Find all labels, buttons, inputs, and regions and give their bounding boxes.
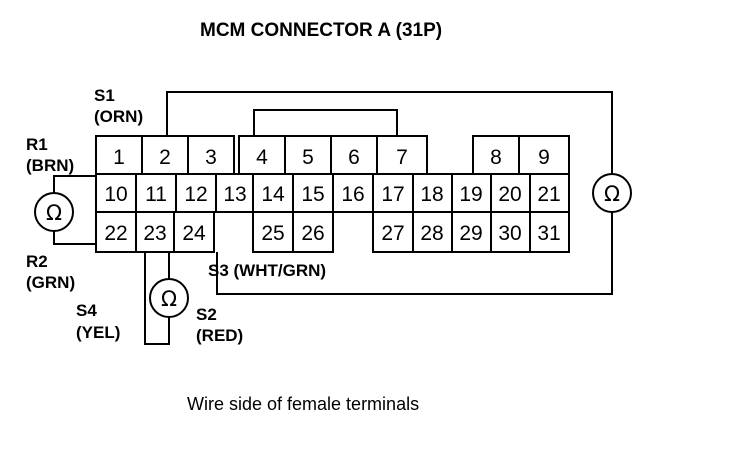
- terminal-8: [472, 135, 520, 175]
- svg-text:S2: S2: [196, 305, 217, 324]
- pin-label: 10: [104, 183, 127, 206]
- pin-label: 25: [261, 222, 284, 245]
- pin-label: 24: [182, 222, 206, 245]
- svg-text:(BRN): (BRN): [26, 156, 74, 175]
- svg-text:(ORN): (ORN): [94, 107, 143, 126]
- connector-outline: [253, 109, 398, 137]
- label-s2: S2 (RED): [196, 305, 243, 345]
- terminal-31: [529, 211, 570, 253]
- label-s4: S4 (YEL): [76, 301, 120, 342]
- terminal-row-2: [95, 173, 570, 213]
- pin-label: 22: [104, 222, 127, 245]
- pin-label: 29: [459, 222, 482, 245]
- ohmmeter-icon: [149, 278, 189, 318]
- pin-label: 12: [184, 183, 207, 206]
- terminal-29: [451, 211, 492, 253]
- svg-text:(GRN): (GRN): [26, 273, 75, 292]
- ohmmeter-circuit-r1-r2: Ω: [34, 175, 96, 245]
- terminal-28: [412, 211, 453, 253]
- terminal-numbers-row-2: 10 11 12 13 14 15 16 17 18 19 20 21: [104, 183, 560, 206]
- pin-label: 4: [256, 146, 268, 169]
- terminal-25: [252, 211, 294, 253]
- terminal-16: [332, 173, 374, 213]
- pin-label: 3: [205, 146, 217, 169]
- pin-label: 14: [261, 183, 285, 206]
- terminal-numbers-row-1: 1 2 3 4 5 6 7 8 9: [113, 146, 550, 169]
- terminal-10: [95, 173, 137, 213]
- pin-label: 1: [113, 146, 125, 169]
- pin-label: 6: [348, 146, 360, 169]
- pin-label: 21: [537, 183, 560, 206]
- diagram-caption: Wire side of female terminals: [187, 394, 419, 414]
- pin-label: 31: [537, 222, 560, 245]
- ohm-symbol: Ω: [46, 201, 62, 225]
- svg-text:S1: S1: [94, 86, 115, 105]
- ohmmeter-icon: [592, 173, 632, 213]
- pin-label: 5: [302, 146, 314, 169]
- ohmmeter-circuit-s4-s2: Ω: [144, 252, 189, 345]
- pin-label: 28: [420, 222, 443, 245]
- svg-text:S3 (WHT/GRN): S3 (WHT/GRN): [208, 261, 326, 280]
- pin-label: 8: [490, 146, 502, 169]
- svg-text:S4: S4: [76, 301, 97, 320]
- ohmmeter-icon: [34, 192, 74, 232]
- label-s3: S3 (WHT/GRN): [208, 261, 326, 280]
- pin-label: 2: [159, 146, 171, 169]
- pin-label: 7: [396, 146, 408, 169]
- pin-label: 19: [459, 183, 482, 206]
- pin-label: 20: [498, 183, 521, 206]
- ohm-symbol: Ω: [604, 182, 620, 206]
- svg-text:R2: R2: [26, 252, 48, 271]
- pin-label: 27: [381, 222, 404, 245]
- terminal-numbers-row-3: 22 23 24 25 26 27 28 29 30 31: [104, 222, 560, 245]
- terminal-row-1: [95, 135, 570, 175]
- terminal-27: [372, 211, 414, 253]
- pin-label: 23: [143, 222, 166, 245]
- terminal-24: [173, 211, 215, 253]
- terminal-23: [135, 211, 175, 253]
- diagram-title: MCM CONNECTOR A (31P): [200, 20, 442, 41]
- pin-label: 18: [420, 183, 443, 206]
- pin-label: 17: [381, 183, 404, 206]
- terminal-26: [292, 211, 334, 253]
- svg-text:(RED): (RED): [196, 326, 243, 345]
- pin-label: 26: [301, 222, 324, 245]
- ohmmeter-circuit-s1-s3: Ω: [166, 91, 632, 295]
- terminal-17: [372, 173, 414, 213]
- pin-label: 9: [538, 146, 550, 169]
- label-r1: R1 (BRN): [26, 135, 74, 175]
- svg-text:(YEL): (YEL): [76, 323, 120, 342]
- label-s1: S1 (ORN): [94, 86, 143, 126]
- ohm-symbol: Ω: [161, 287, 177, 311]
- pin-label: 13: [223, 183, 246, 206]
- terminal-row-3: [95, 211, 570, 253]
- pin-label: 11: [145, 183, 167, 206]
- pin-label: 15: [301, 183, 324, 206]
- terminal-20: [490, 173, 531, 213]
- terminal-19: [451, 173, 492, 213]
- label-r2: R2 (GRN): [26, 252, 75, 292]
- pin-label: 30: [498, 222, 521, 245]
- svg-text:R1: R1: [26, 135, 48, 154]
- pin-label: 16: [341, 183, 364, 206]
